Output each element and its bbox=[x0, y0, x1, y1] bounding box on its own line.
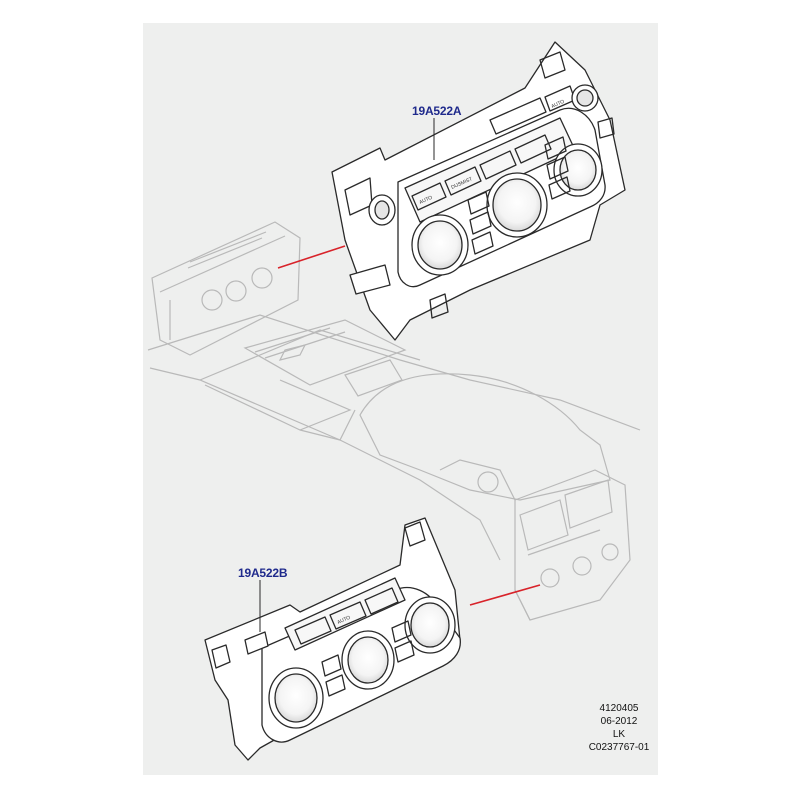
illustration-number: 4120405 bbox=[599, 703, 639, 714]
part-label-19a522a: 19A522A bbox=[412, 104, 462, 118]
label-callout-lines bbox=[259, 118, 435, 632]
leader-line-lower bbox=[469, 584, 541, 606]
center-console-ghost bbox=[147, 221, 641, 621]
unit-a-knobs bbox=[411, 143, 603, 276]
leader-line-upper bbox=[277, 245, 346, 269]
leader-lines bbox=[277, 245, 541, 606]
svg-text:AUTO: AUTO bbox=[418, 195, 433, 206]
svg-text:AUTO: AUTO bbox=[336, 615, 351, 626]
catalog-code: C0237767-01 bbox=[588, 742, 650, 753]
unit-b-knobs bbox=[268, 596, 456, 729]
illustration-date: 06-2012 bbox=[600, 716, 638, 727]
illustrator-initials: LK bbox=[612, 729, 626, 740]
climate-control-unit-a: AUTO DUSMIST AUTO bbox=[331, 41, 626, 341]
illustration-reference-block: 4120405 06-2012 LK C0237767-01 bbox=[560, 702, 678, 754]
climate-control-unit-b: AUTO bbox=[204, 517, 461, 761]
svg-text:AUTO: AUTO bbox=[550, 99, 565, 110]
part-label-19a522b: 19A522B bbox=[238, 566, 288, 580]
